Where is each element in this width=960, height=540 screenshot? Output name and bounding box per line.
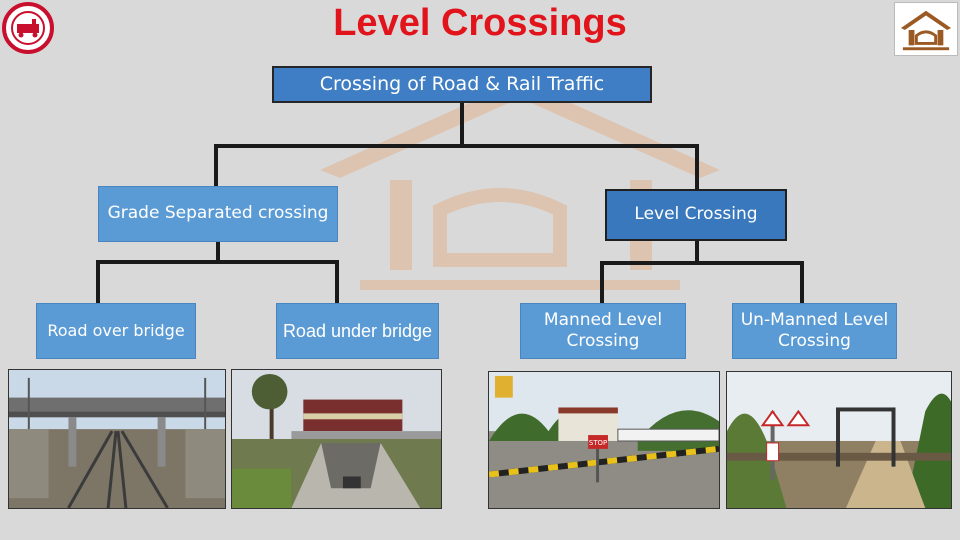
road-over-bridge-node: Road over bridge bbox=[36, 303, 196, 359]
manned-level-crossing-node: Manned Level Crossing bbox=[520, 303, 686, 359]
road-over-bridge-photo bbox=[8, 369, 226, 509]
root-node: Crossing of Road & Rail Traffic bbox=[272, 66, 652, 103]
grade-connector bbox=[96, 242, 339, 303]
grade-separated-node: Grade Separated crossing bbox=[98, 186, 338, 242]
stop-sign-text: STOP bbox=[589, 439, 607, 447]
indian-railways-emblem-icon bbox=[2, 2, 54, 54]
railway-training-logo-icon bbox=[894, 2, 958, 56]
level-crossing-node: Level Crossing bbox=[605, 189, 787, 241]
manned-level-crossing-photo: STOP bbox=[488, 371, 720, 509]
unmanned-level-crossing-node: Un-Manned Level Crossing bbox=[732, 303, 897, 359]
unmanned-level-crossing-photo bbox=[726, 371, 952, 509]
page-title: Level Crossings bbox=[333, 2, 627, 44]
road-under-bridge-photo bbox=[231, 369, 442, 509]
root-connector bbox=[214, 103, 699, 189]
road-under-bridge-node: Road under bridge bbox=[276, 303, 439, 359]
level-connector bbox=[600, 241, 804, 303]
